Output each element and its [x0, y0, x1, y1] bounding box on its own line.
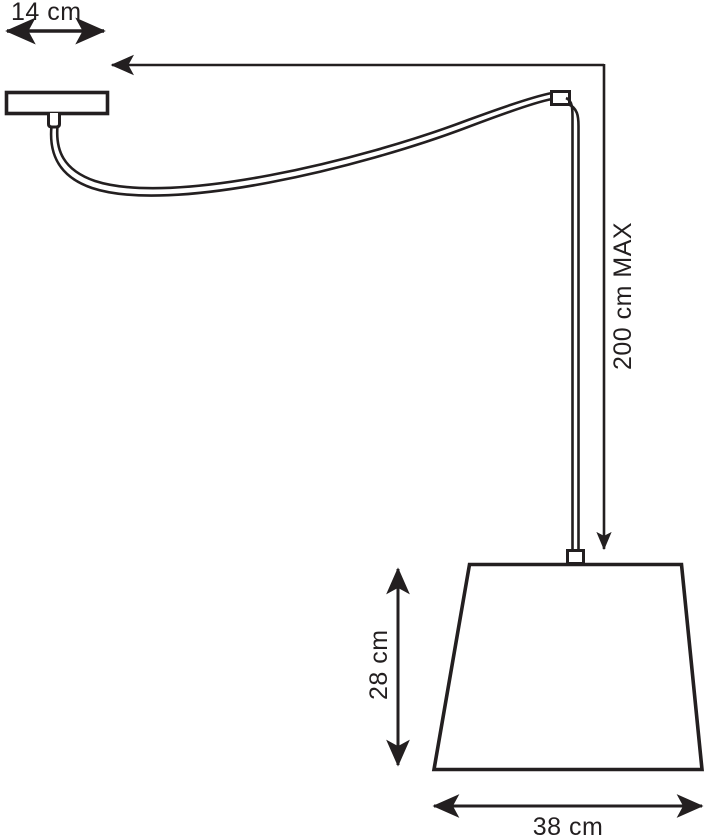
drop-height-label: 200 cm MAX: [609, 222, 637, 370]
shade-connector-body: [566, 549, 585, 565]
shade-diameter-label: 38 cm: [533, 813, 604, 840]
ceiling-mount-plate: [4, 90, 110, 129]
cord-strand-right: [567, 102, 580, 556]
shade-height-label: 28 cm: [365, 629, 393, 700]
canopy-connector: [47, 113, 61, 129]
cable-clip-body: [550, 90, 571, 106]
vertical-cord: [565, 96, 580, 556]
dimension-shade-diameter: 38 cm: [432, 794, 704, 840]
cable-bend-clip: [550, 90, 571, 106]
cable-strand-inner: [55, 91, 553, 190]
lampshade-outline: [431, 562, 704, 772]
dimension-drop-height: 200 cm MAX: [596, 64, 637, 551]
cord-strand-left: [565, 96, 574, 556]
conical-lampshade: [431, 562, 704, 772]
shade-top-connector: [566, 549, 585, 565]
suspension-cable: [49, 91, 553, 197]
ceiling-plate-body: [4, 90, 110, 116]
canopy-width-label: 14 cm: [11, 0, 82, 26]
dimension-shade-height: 28 cm: [365, 567, 410, 767]
cable-strand-outer: [49, 97, 553, 197]
dimension-canopy-width: 14 cm: [5, 0, 106, 45]
